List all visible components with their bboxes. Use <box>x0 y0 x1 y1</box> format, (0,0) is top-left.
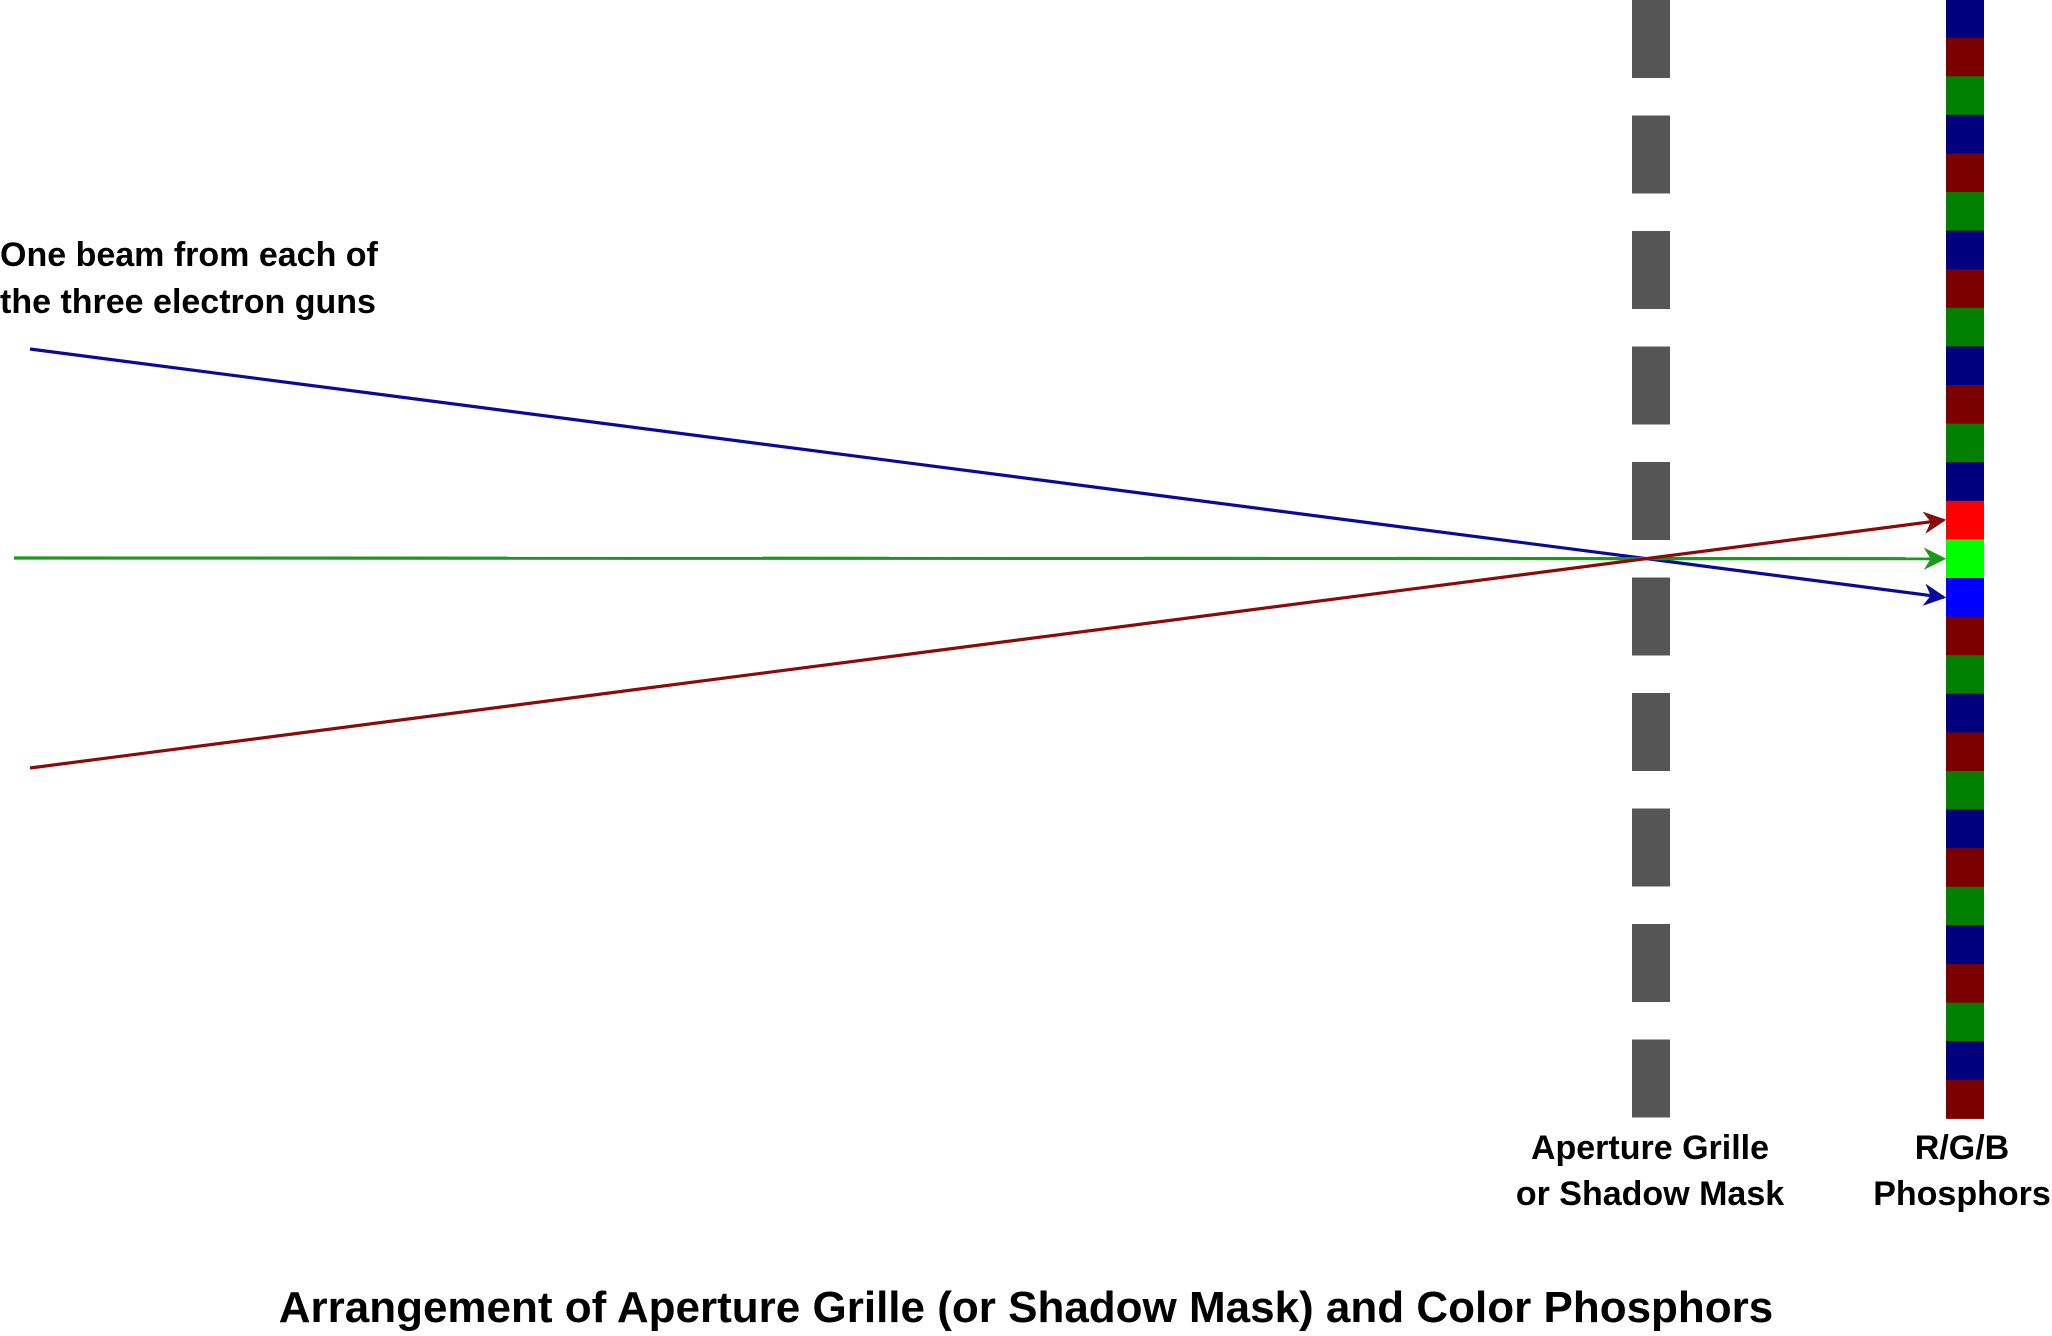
red-phosphor-lit <box>1946 500 1984 540</box>
blue-phosphor <box>1946 230 1984 270</box>
figure-caption: Arrangement of Aperture Grille (or Shado… <box>278 1283 1774 1332</box>
red-phosphor <box>1946 964 1984 1004</box>
green-phosphor <box>1946 1002 1984 1042</box>
grille-bar <box>1632 462 1670 540</box>
phosphor-label-line1: R/G/B <box>1914 1129 2010 1167</box>
red-phosphor <box>1946 732 1984 772</box>
green-phosphor <box>1946 886 1984 926</box>
blue-phosphor <box>1946 693 1984 733</box>
beams-label-line2: the three electron guns <box>0 283 376 321</box>
grille-bar <box>1632 577 1670 656</box>
blue-phosphor <box>1946 1041 1984 1081</box>
grille-label: Aperture Grille or Shadow Mask <box>1460 1125 1840 1217</box>
green-phosphor <box>1946 192 1984 232</box>
blue-phosphor <box>1946 809 1984 849</box>
grille-bar <box>1632 0 1670 78</box>
blue-phosphor <box>1946 346 1984 386</box>
beams-label: One beam from each of the three electron… <box>0 232 378 326</box>
blue-phosphor-lit <box>1946 578 1984 618</box>
beams-label-line1: One beam from each of <box>0 236 378 274</box>
phosphor-label: R/G/B Phosphors <box>1862 1125 2052 1217</box>
green-phosphor <box>1946 423 1984 463</box>
green-beam <box>13 547 1947 570</box>
grille-bar <box>1632 346 1670 425</box>
green-phosphor <box>1946 655 1984 695</box>
grille-bar <box>1632 924 1670 1002</box>
red-beam <box>29 511 1947 770</box>
grille-bar <box>1632 115 1670 194</box>
red-phosphor <box>1946 153 1984 193</box>
green-phosphor <box>1946 307 1984 347</box>
grille-bar <box>1632 231 1670 309</box>
green-phosphor <box>1946 771 1984 811</box>
grille-label-line1: Aperture Grille <box>1530 1129 1770 1167</box>
blue-beam <box>29 347 1947 606</box>
aperture-grille <box>1632 0 1670 1118</box>
red-phosphor <box>1946 616 1984 656</box>
phosphor-strip <box>1946 0 1984 1119</box>
blue-phosphor <box>1946 925 1984 965</box>
red-phosphor <box>1946 385 1984 425</box>
grille-label-line2: or Shadow Mask <box>1515 1175 1785 1213</box>
grille-bar <box>1632 808 1670 887</box>
grille-bar <box>1632 1039 1670 1118</box>
green-phosphor <box>1946 76 1984 116</box>
electron-beams <box>13 347 1947 770</box>
red-phosphor <box>1946 848 1984 888</box>
red-phosphor <box>1946 1079 1984 1119</box>
grille-bar <box>1632 693 1670 771</box>
red-phosphor <box>1946 269 1984 309</box>
red-phosphor <box>1946 37 1984 77</box>
blue-phosphor <box>1946 462 1984 502</box>
blue-phosphor <box>1946 0 1984 39</box>
green-phosphor-lit <box>1946 539 1984 579</box>
phosphor-label-line2: Phosphors <box>1873 1175 2051 1213</box>
blue-phosphor <box>1946 114 1984 154</box>
